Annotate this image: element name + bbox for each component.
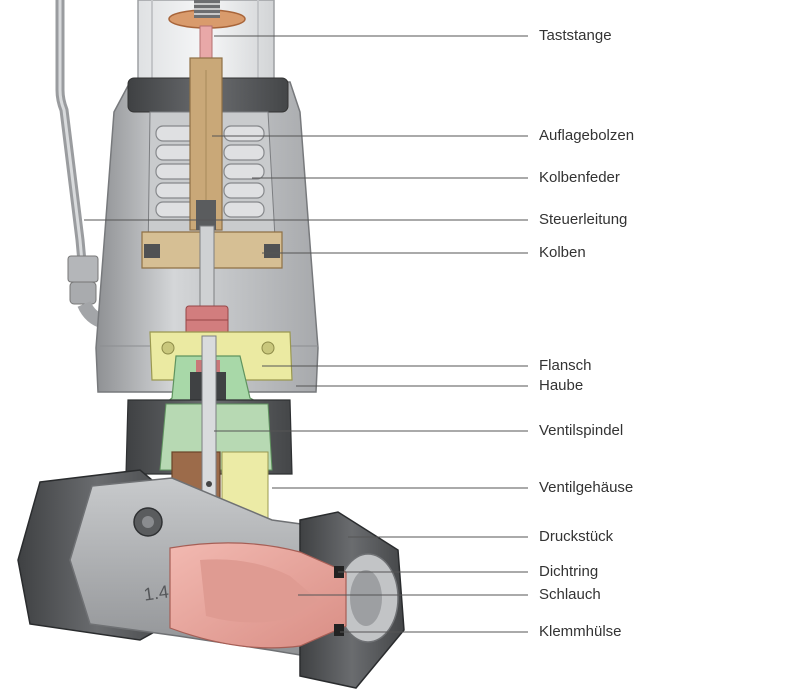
label-ventilgehaeuse: Ventilgehäuse xyxy=(539,479,634,496)
label-dichtring: Dichtring xyxy=(539,563,599,580)
body-marking: 1.4 xyxy=(142,581,170,604)
label-steuerleitung: Steuerleitung xyxy=(539,211,628,228)
label-klemmhuelse: Klemmhülse xyxy=(539,623,622,640)
leader-lines xyxy=(84,35,528,633)
valve-body: 1.4 xyxy=(17,469,405,689)
label-druckstueck: Druckstück xyxy=(539,528,614,545)
label-auflagebolzen: Auflagebolzen xyxy=(539,127,635,144)
label-schlauch: Schlauch xyxy=(539,586,601,603)
label-kolben: Kolben xyxy=(539,244,586,261)
label-kolbenfeder: Kolbenfeder xyxy=(539,169,620,186)
label-haube: Haube xyxy=(539,377,584,394)
control-line xyxy=(55,0,107,329)
label-flansch: Flansch xyxy=(539,357,592,374)
piston-spring xyxy=(155,125,265,218)
label-taststange: Taststange xyxy=(539,27,612,44)
label-ventilspindel: Ventilspindel xyxy=(539,422,624,439)
